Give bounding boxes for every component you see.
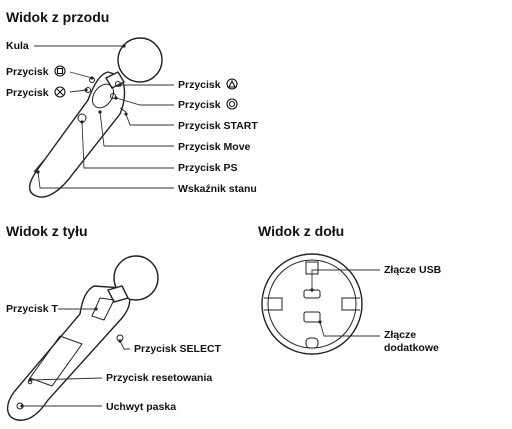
back-view-title: Widok z tyłu (6, 223, 88, 239)
label-ps-button: Przycisk PS (178, 162, 238, 174)
square-symbol-icon (54, 65, 66, 77)
label-start-button: Przycisk START (178, 120, 258, 132)
label-kula: Kula (6, 40, 29, 52)
label-triangle-button: Przycisk (178, 79, 221, 91)
circle-button (110, 93, 116, 99)
label-cross-button: Przycisk (6, 87, 49, 99)
label-status-indicator: Wskaźnik stanu (178, 183, 257, 195)
label-reset-button: Przycisk resetowania (106, 372, 212, 384)
cross-symbol-icon (54, 86, 66, 98)
label-extension-connector-line2: dodatkowe (384, 342, 439, 354)
front-view-title: Widok z przodu (6, 9, 109, 25)
label-circle-button: Przycisk (178, 99, 221, 111)
sphere-kula (117, 37, 163, 83)
label-move-button: Przycisk Move (178, 141, 251, 153)
t-button (91, 297, 115, 321)
label-extension-connector-line1: Złącze (384, 329, 416, 341)
start-button (119, 107, 127, 113)
label-usb-port: Złącze USB (384, 264, 442, 276)
label-square-button: Przycisk (6, 66, 49, 78)
back-controller (7, 255, 159, 421)
move-button (92, 83, 114, 109)
label-strap-holder: Uchwyt paska (106, 401, 176, 413)
bottom-view-title: Widok z dołu (258, 223, 344, 239)
label-select-button: Przycisk SELECT (134, 343, 222, 355)
circle-symbol-icon (226, 98, 238, 110)
extension-connector (303, 311, 321, 323)
front-controller (29, 37, 163, 198)
status-indicator (33, 159, 45, 173)
label-t-button: Przycisk T (6, 303, 59, 315)
bottom-controller (261, 253, 363, 355)
triangle-symbol-icon (226, 78, 238, 90)
